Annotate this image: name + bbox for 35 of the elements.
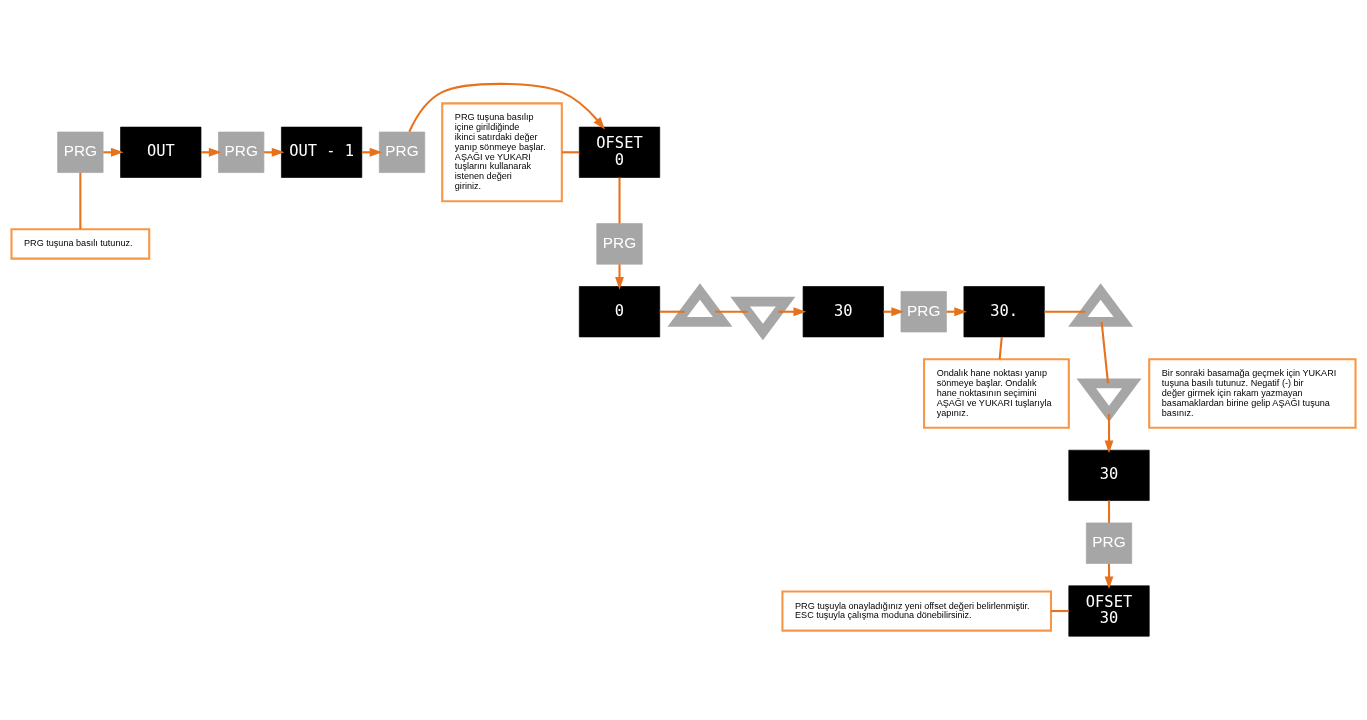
arrow bbox=[1104, 413, 1114, 454]
node-box: OFSET 0 bbox=[578, 126, 661, 178]
connector bbox=[1044, 310, 1086, 313]
node-box: PRG tuşuna basılıp içine girildiğinde ikinci satırdaki değer yanıp sönmeye başlar. AŞAĞI ve YUKARI tuşlarını kullanarak istenen değeri giriniz. bbox=[441, 102, 563, 203]
node-box: Ondalık hane noktası yanıp sönmeye başlar. Ondalık hane noktasının seçimini AŞAĞI ve YUKARI tuşlarıyla yapınız. bbox=[923, 358, 1070, 429]
node-box: OFSET 30 bbox=[1068, 585, 1150, 637]
connector bbox=[715, 310, 748, 313]
node-box: 30. bbox=[963, 286, 1045, 338]
arrow bbox=[615, 264, 624, 290]
node-box: PRG bbox=[1085, 522, 1133, 564]
connector bbox=[659, 310, 685, 313]
node-box: PRG bbox=[57, 131, 104, 173]
connector bbox=[1107, 500, 1111, 523]
node-box: OUT bbox=[120, 126, 202, 178]
node-triangle bbox=[667, 283, 733, 327]
node-box: 30 bbox=[802, 286, 884, 338]
connector bbox=[79, 172, 82, 230]
node-box: PRG bbox=[900, 291, 947, 333]
connector bbox=[998, 336, 1003, 360]
node-box: PRG tuşuyla onayladığınız yeni offset değeri belirlenmiştir. ESC tuşuyla çalışma moduna dönebilirsiniz. bbox=[781, 590, 1053, 632]
connector bbox=[1051, 610, 1069, 613]
node-box: PRG bbox=[218, 131, 265, 173]
node-triangle bbox=[1068, 283, 1134, 327]
connector bbox=[561, 151, 580, 154]
node-box: PRG tuşuna basılı tutunuz. bbox=[10, 228, 151, 260]
connector bbox=[1100, 321, 1110, 384]
arrow bbox=[408, 82, 605, 133]
node-box: 0 bbox=[578, 286, 661, 338]
node-box: 30 bbox=[1068, 449, 1150, 501]
node-box: OUT - 1 bbox=[281, 126, 363, 178]
node-box: PRG bbox=[596, 223, 643, 265]
node-box: PRG bbox=[378, 131, 426, 173]
connector bbox=[618, 177, 621, 224]
node-invtriangle bbox=[1076, 378, 1142, 422]
node-box: Bir sonraki basamağa geçmek için YUKARI tuşuna basılı tutunuz. Negatif (-) bir değer girmek için rakam yazmayan basamaklardan birine gelip AŞAĞI tuşuna basınız. bbox=[1148, 358, 1357, 429]
